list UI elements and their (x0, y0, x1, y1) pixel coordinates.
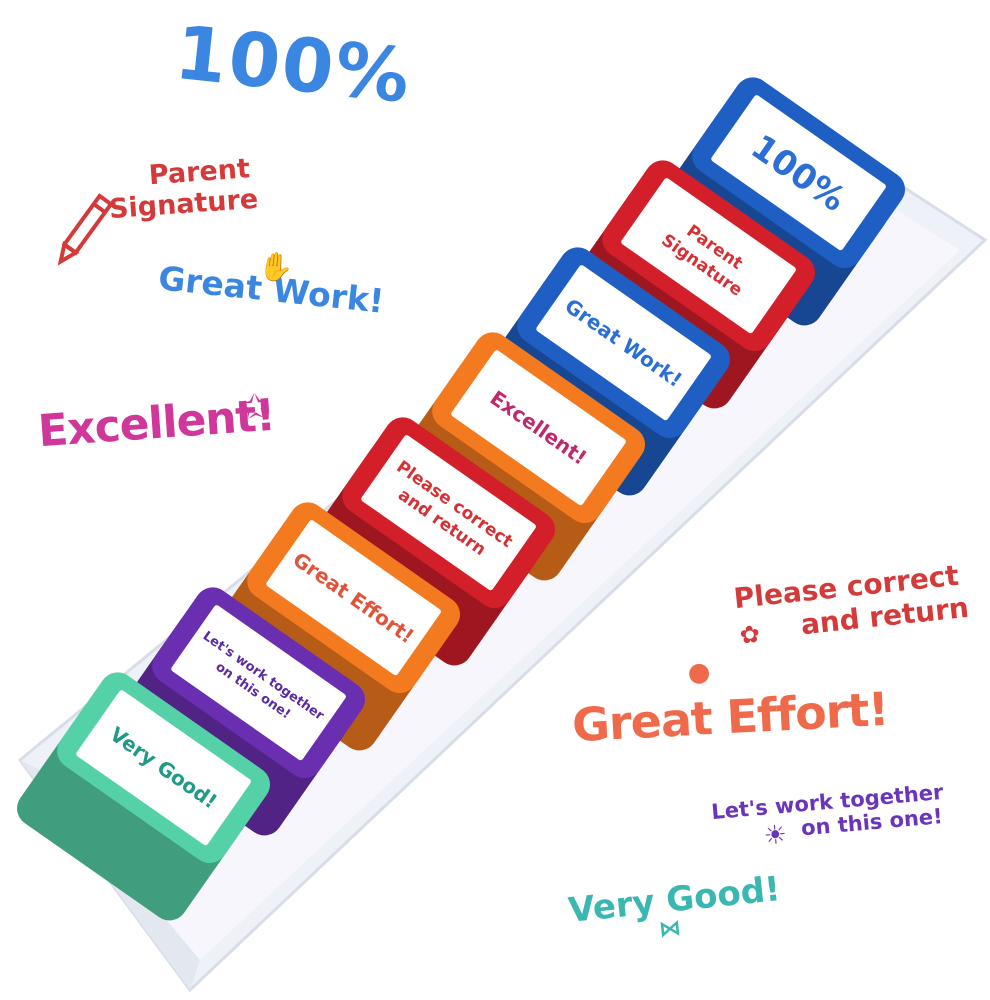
stamp-great-work: Great Work! (477, 247, 730, 496)
sun-icon: ☀ (762, 819, 789, 852)
stamp-lets-work-label (171, 605, 346, 761)
stamp-excellent: Excellent! (392, 332, 645, 581)
balloon-icon: ● (686, 657, 711, 689)
stamp-100: 100% (652, 77, 905, 326)
stamp-excellent-label (451, 350, 626, 506)
butterfly-icon: ⋈ (657, 915, 683, 943)
bee-icon: ✿ (738, 619, 762, 650)
stamp-great-effort-label (266, 520, 441, 676)
stamp-very-good: Very Good! (17, 672, 270, 921)
stamp-100-label (711, 95, 886, 251)
pencil-icon (57, 193, 114, 266)
imprint-parent-signature: Parent Signature (48, 153, 259, 266)
stamp-great-work-label (536, 265, 711, 421)
stamp-very-good-label (76, 690, 251, 846)
stamp-great-effort: Great Effort! (207, 502, 460, 751)
star-icon: ✩ (239, 386, 270, 429)
stamp-please-correct-label (361, 435, 536, 591)
stamp-parent-signature-label (621, 178, 796, 334)
hand-icon: ✋ (256, 248, 295, 286)
